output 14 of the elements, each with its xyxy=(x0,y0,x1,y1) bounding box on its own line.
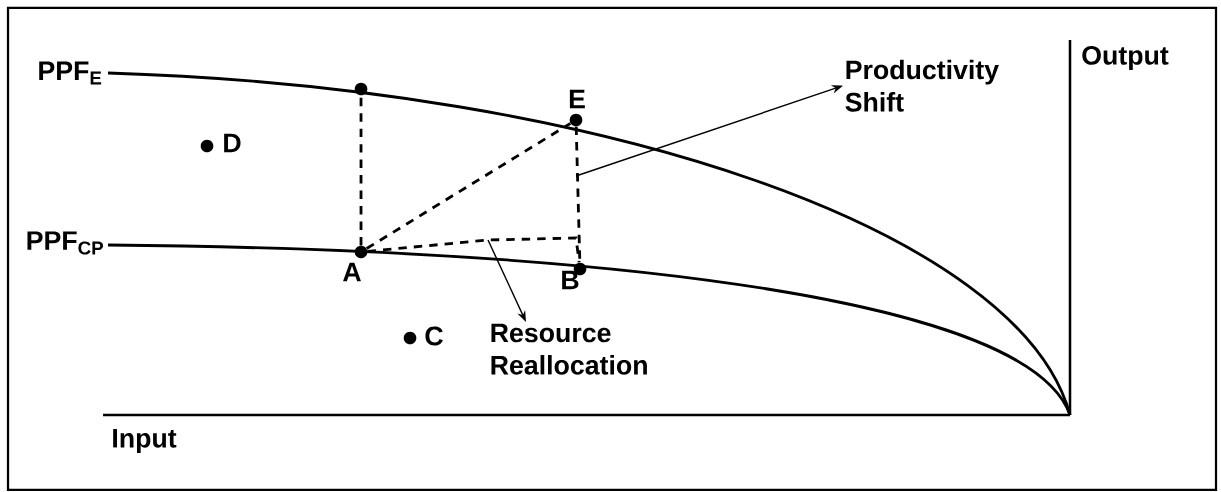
curve-label: PPF$_{CP}$ xyxy=(27,231,103,255)
point-label: B xyxy=(562,270,579,290)
curve-label: PPF$_{E}$ xyxy=(39,61,102,85)
point-label: A xyxy=(343,262,361,282)
dashed-line xyxy=(365,122,572,250)
dashed-line xyxy=(367,236,581,263)
point-label: D xyxy=(224,133,241,153)
point-label: E xyxy=(569,89,585,109)
callout-text: Productivity Shift xyxy=(845,59,999,112)
callout-text: Resource Reallocation xyxy=(491,323,647,375)
dashed-line xyxy=(359,95,363,246)
axis-label: Output xyxy=(1082,45,1169,71)
point-label: C xyxy=(425,326,443,346)
axis-label: Input xyxy=(113,429,177,453)
